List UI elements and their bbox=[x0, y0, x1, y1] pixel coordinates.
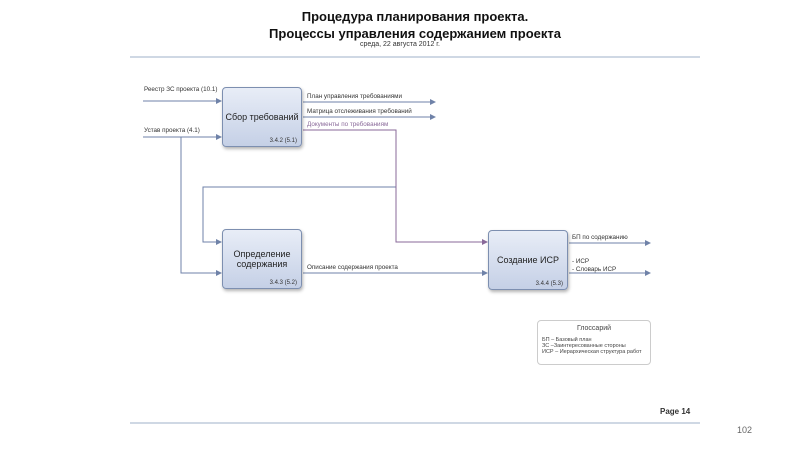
process-code: 3.4.2 (5.1) bbox=[269, 138, 297, 144]
page-label: Page 14 bbox=[660, 407, 691, 416]
process-name: Создание ИСР bbox=[496, 255, 560, 265]
flow-wbs-dict: - Словарь ИСР bbox=[572, 266, 617, 273]
process-name: Сбор требований bbox=[225, 112, 299, 122]
flow-scope-statement: Описание содержания проекта bbox=[307, 264, 398, 271]
process-create-wbs[interactable]: Создание ИСР 3.4.4 (5.3) bbox=[488, 230, 568, 290]
slide-number: 102 bbox=[737, 425, 753, 435]
process-collect-requirements[interactable]: Сбор требований 3.4.2 (5.1) bbox=[222, 87, 302, 147]
flow-scope-baseline: БП по содержанию bbox=[572, 234, 628, 241]
input-stakeholder-register: Реестр ЗС проекта (10.1) bbox=[144, 86, 218, 93]
flow-trace-matrix: Матрица отслеживания требований bbox=[307, 108, 412, 115]
glossary: Глоссарий БП – Базовый план ЗС –Заинтере… bbox=[537, 320, 651, 365]
process-define-scope[interactable]: Определение содержания 3.4.3 (5.2) bbox=[222, 229, 302, 289]
glossary-item: ИСР – Иерархическая структура работ bbox=[542, 349, 642, 355]
date: среда, 22 августа 2012 г. bbox=[360, 41, 440, 48]
glossary-title: Глоссарий bbox=[576, 325, 612, 332]
glossary-item: ЗС –Заинтересованные стороны bbox=[542, 343, 626, 349]
process-code: 3.4.3 (5.2) bbox=[269, 280, 297, 286]
process-name: Определение содержания bbox=[233, 249, 291, 269]
title-line1: Процедура планирования проекта. bbox=[301, 9, 529, 24]
flow-req-plan: План управления требованиями bbox=[307, 93, 402, 100]
process-code: 3.4.4 (5.3) bbox=[535, 281, 563, 287]
flow-wbs: - ИСР bbox=[572, 258, 590, 265]
title-line2: Процессы управления содержанием проекта bbox=[269, 26, 561, 41]
glossary-item: БП – Базовый план bbox=[542, 337, 592, 343]
input-charter: Устав проекта (4.1) bbox=[144, 127, 200, 134]
flow-req-docs: Документы по требованиям bbox=[307, 121, 389, 128]
